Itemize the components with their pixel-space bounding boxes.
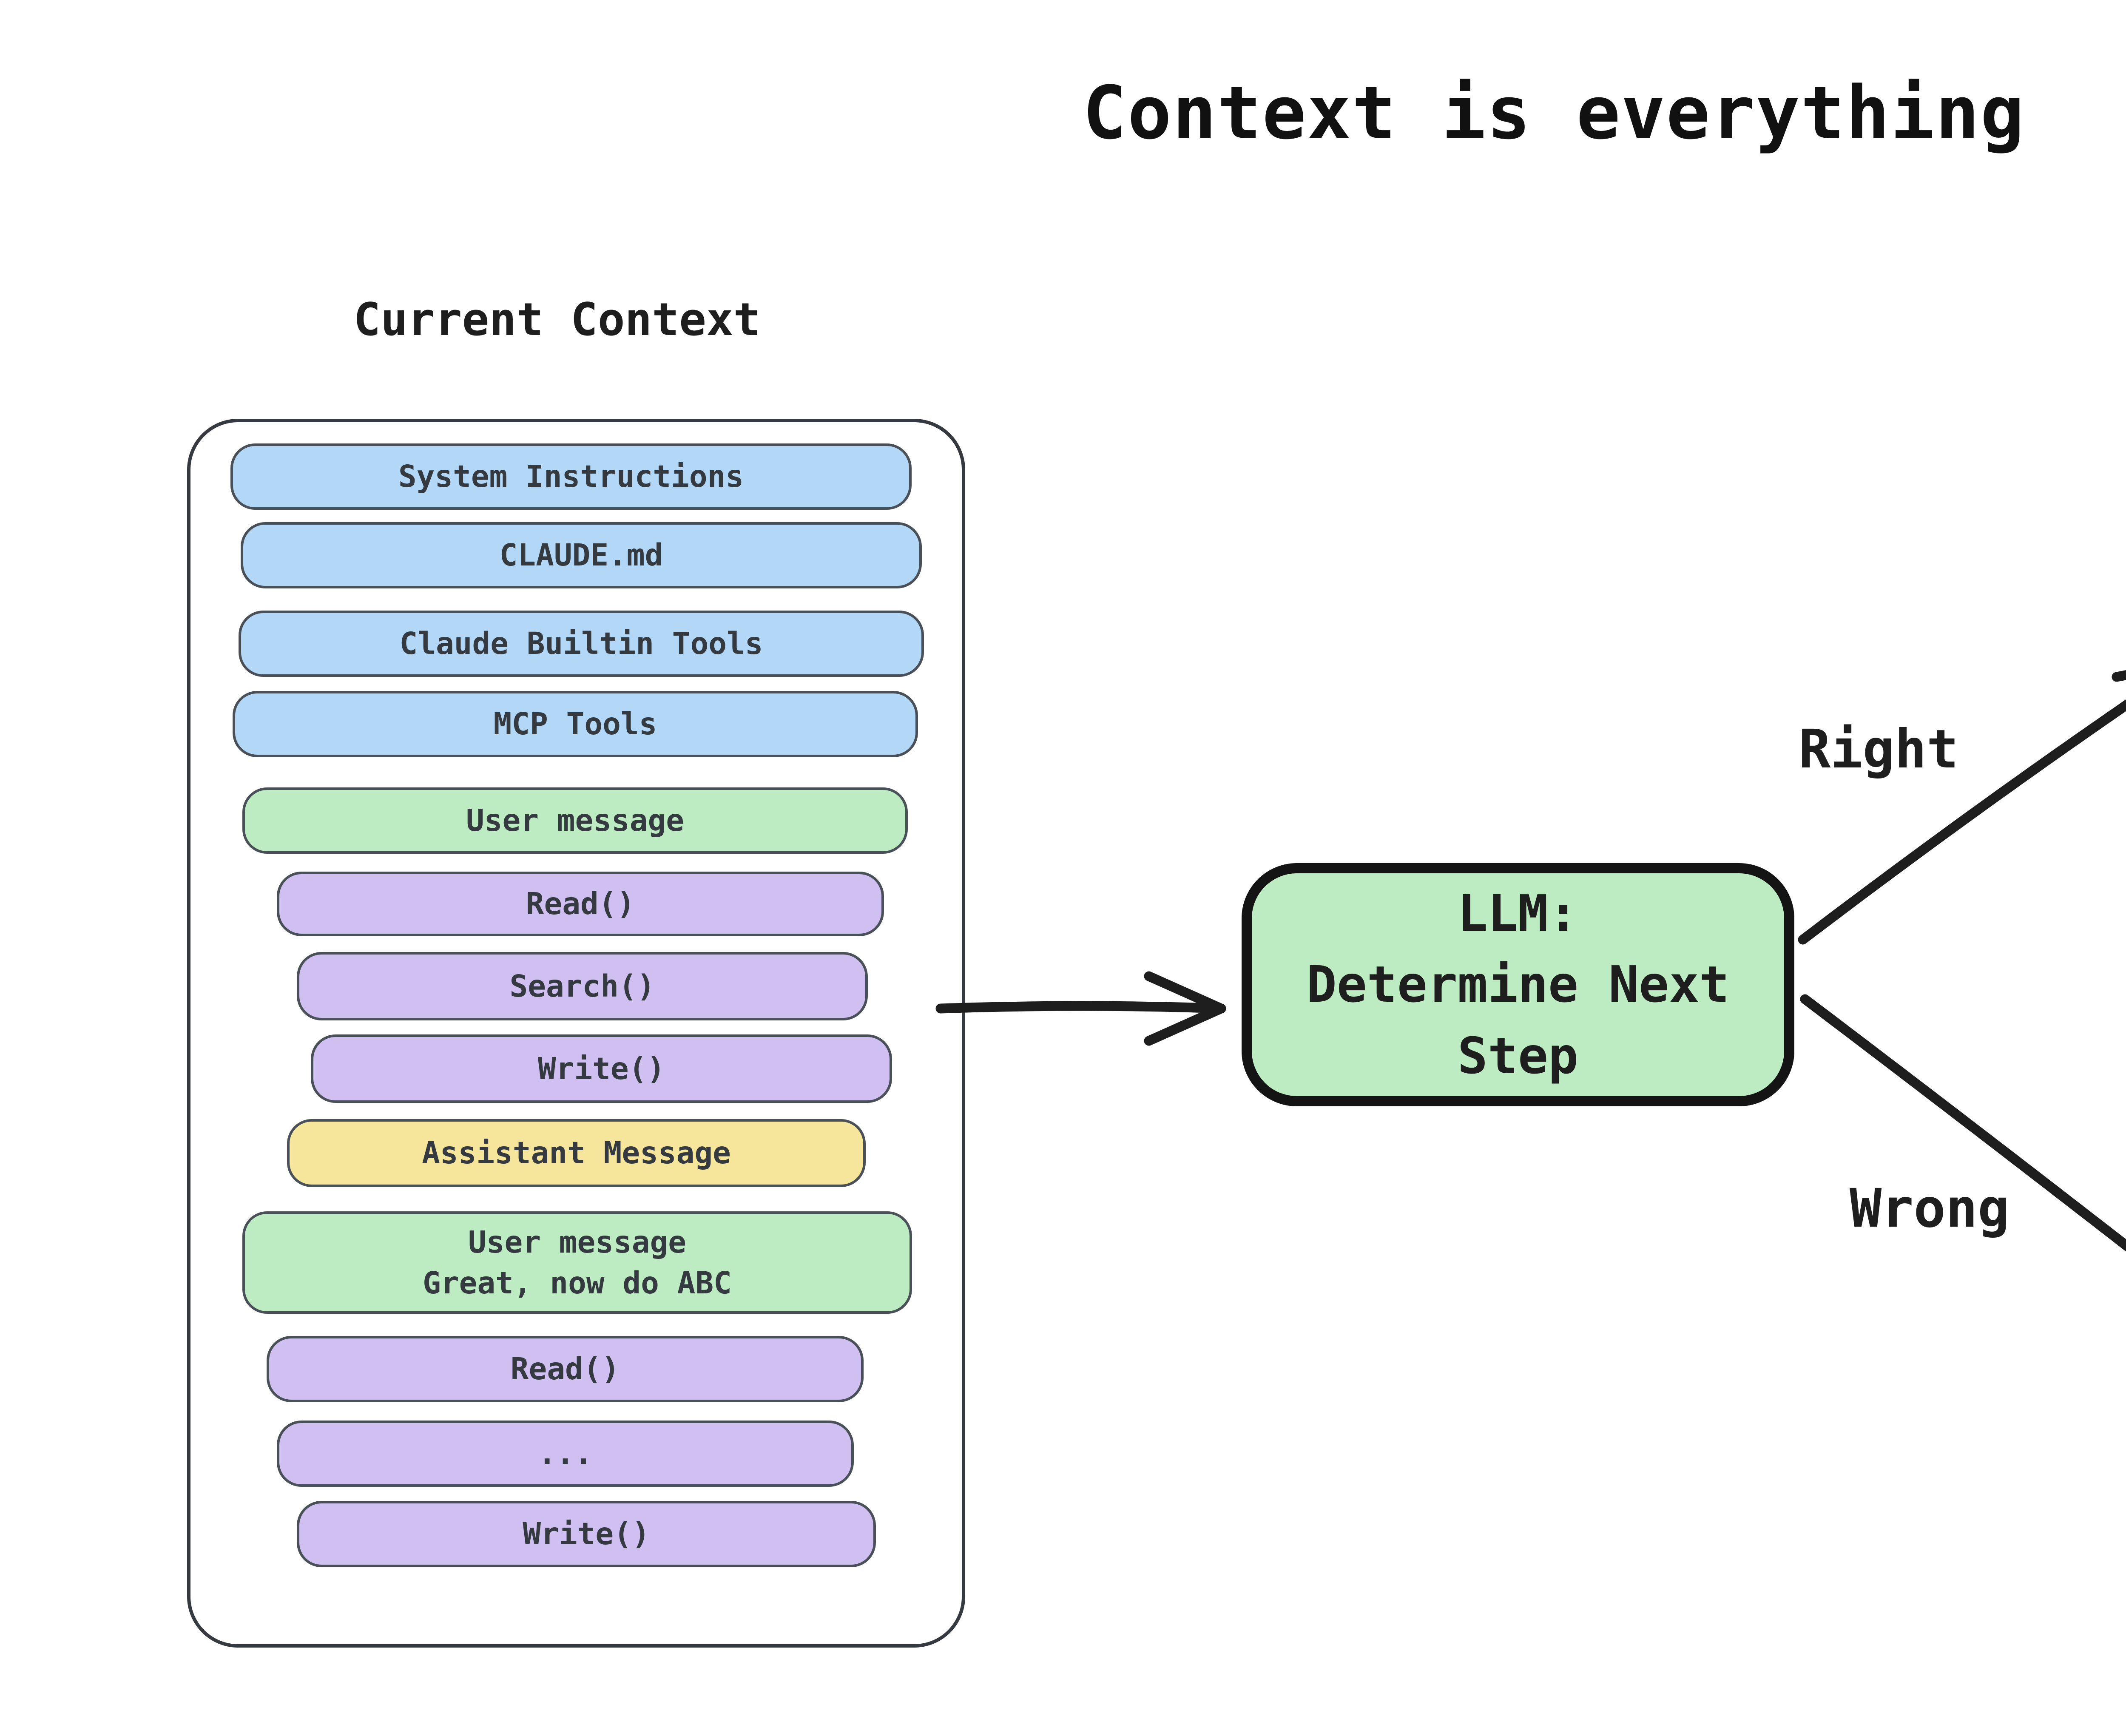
wrong-branch-label: Wrong bbox=[1850, 1178, 2010, 1239]
stack-item-read-2: Read() bbox=[267, 1336, 864, 1402]
stack-item-search: Search() bbox=[297, 952, 868, 1020]
current-context-container: System Instructions CLAUDE.md Claude Bui… bbox=[187, 419, 965, 1648]
stack-item-claude-md: CLAUDE.md bbox=[241, 522, 922, 588]
stack-item-write: Write() bbox=[311, 1034, 892, 1103]
arrow-llm-to-write bbox=[1800, 994, 2126, 1252]
current-context-label: Current Context bbox=[353, 293, 761, 346]
page-title: Context is everything bbox=[1083, 70, 2025, 156]
llm-node: LLM: Determine Next Step bbox=[1242, 863, 1794, 1106]
stack-item-read: Read() bbox=[277, 872, 884, 936]
right-branch-label: Right bbox=[1799, 719, 1959, 780]
llm-line-1: LLM: bbox=[1457, 884, 1579, 943]
stack-item-mcp-tools: MCP Tools bbox=[233, 691, 918, 757]
stack-item-user-message-abc: User message Great, now do ABC bbox=[242, 1211, 912, 1314]
stack-item-claude-builtin-tools: Claude Builtin Tools bbox=[239, 611, 924, 677]
arrow-llm-to-edit bbox=[1798, 670, 2126, 945]
stack-item-user-message: User message bbox=[242, 787, 908, 854]
stack-item-system-instructions: System Instructions bbox=[230, 443, 912, 510]
arrow-context-to-llm bbox=[935, 971, 1226, 1046]
llm-line-2: Determine Next bbox=[1306, 955, 1730, 1014]
stack-item-write-2: Write() bbox=[297, 1501, 876, 1567]
llm-line-3: Step bbox=[1457, 1026, 1579, 1085]
stack-item-ellipsis: ... bbox=[277, 1421, 854, 1487]
stack-item-assistant-message: Assistant Message bbox=[287, 1119, 866, 1187]
